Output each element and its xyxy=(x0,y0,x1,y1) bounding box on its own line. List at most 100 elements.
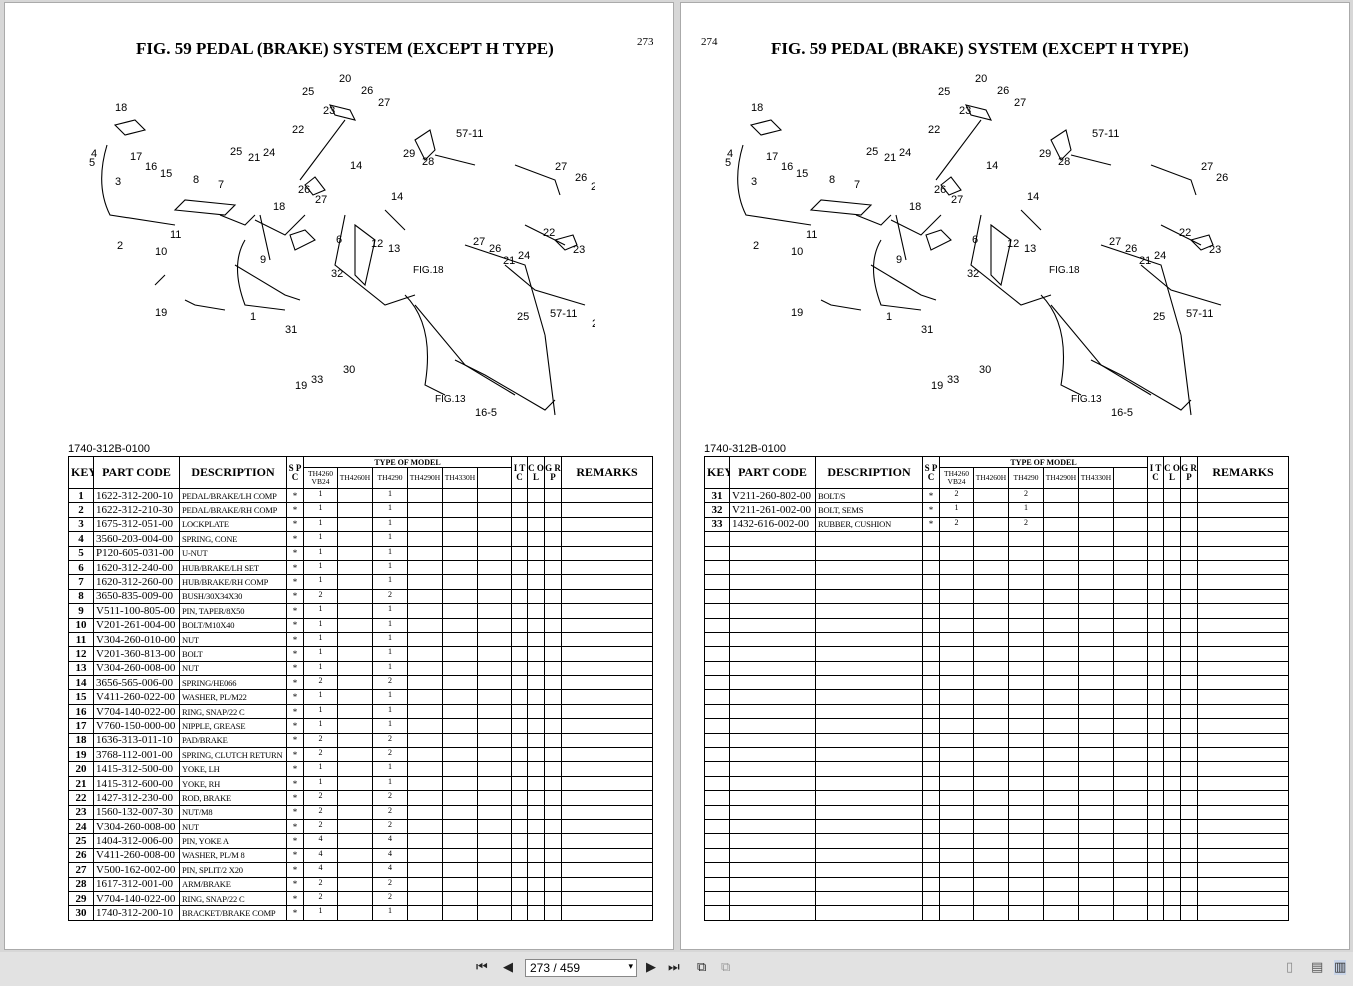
qty-cell xyxy=(1078,559,1114,576)
qty-cell: 1 xyxy=(372,559,408,576)
qty-cell xyxy=(337,559,373,576)
description-cell xyxy=(815,617,923,633)
qty-cell xyxy=(1112,516,1149,533)
qty-cell: 2 xyxy=(372,747,408,763)
qty-cell xyxy=(442,876,478,892)
spc-cell xyxy=(922,775,940,792)
qty-cell xyxy=(1043,531,1079,547)
description-cell: HUB/BRAKE/RH COMP xyxy=(179,574,287,590)
itc-cell xyxy=(511,559,529,576)
qty-cell: 1 xyxy=(372,617,408,633)
grp-cell xyxy=(544,905,563,921)
col-grp: G R P xyxy=(1180,456,1199,489)
qty-cell xyxy=(442,603,478,619)
col-description: DESCRIPTION xyxy=(179,456,287,489)
key-cell: 17 xyxy=(68,718,94,734)
remarks-cell xyxy=(561,847,654,864)
table-row xyxy=(704,660,1290,677)
table-row xyxy=(704,646,1290,662)
svg-text:26: 26 xyxy=(934,184,946,196)
qty-cell: 1 xyxy=(303,660,338,677)
previous-page-icon[interactable]: ◀ xyxy=(503,960,513,975)
svg-text:19: 19 xyxy=(295,380,307,392)
last-page-icon[interactable]: ⏭ xyxy=(668,960,680,975)
key-cell xyxy=(704,876,730,892)
qty-cell xyxy=(407,747,443,763)
qty-cell xyxy=(973,790,1009,806)
qty-cell xyxy=(407,660,443,677)
spc-cell xyxy=(922,603,940,619)
qty-cell xyxy=(1078,790,1114,806)
qty-cell xyxy=(407,804,443,820)
qty-cell xyxy=(337,703,373,720)
continuous-view-icon[interactable]: ▤ xyxy=(1311,960,1324,975)
col-itc: I T C xyxy=(1147,456,1165,489)
next-page-icon[interactable]: ▶ xyxy=(646,960,656,975)
qty-cell: 2 xyxy=(303,818,338,835)
spc-cell xyxy=(922,862,940,878)
qty-cell xyxy=(939,905,974,921)
svg-text:18: 18 xyxy=(115,102,127,114)
part-code-cell: V304-260-008-00 xyxy=(93,660,180,677)
key-cell xyxy=(704,790,730,806)
svg-text:23: 23 xyxy=(959,105,971,117)
col-cell xyxy=(1163,487,1182,504)
description-cell: BOLT/M10X40 xyxy=(179,617,287,633)
qty-cell xyxy=(476,818,513,835)
qty-cell xyxy=(1078,574,1114,590)
spc-cell: * xyxy=(286,675,304,691)
part-code-cell: V201-261-004-00 xyxy=(93,617,180,633)
page-selector[interactable]: 273 / 459 ▾ xyxy=(525,959,637,977)
svg-text:FIG.18: FIG.18 xyxy=(1049,265,1080,276)
qty-cell xyxy=(1008,603,1044,619)
qty-cell xyxy=(1112,617,1149,633)
spc-cell: * xyxy=(922,502,940,518)
qty-cell: 1 xyxy=(939,502,974,518)
spc-cell: * xyxy=(286,833,304,849)
svg-text:21: 21 xyxy=(1139,255,1151,267)
spc-cell: * xyxy=(922,487,940,504)
qty-cell xyxy=(442,502,478,518)
qty-cell: 2 xyxy=(372,818,408,835)
remarks-cell xyxy=(561,603,654,619)
qty-cell xyxy=(1112,660,1149,677)
two-page-view-icon[interactable]: ▥ xyxy=(1334,960,1347,975)
svg-text:26: 26 xyxy=(997,85,1009,97)
qty-cell: 2 xyxy=(303,890,338,907)
qty-cell xyxy=(1043,646,1079,662)
itc-cell xyxy=(1147,574,1165,590)
qty-cell xyxy=(1112,531,1149,547)
qty-cell xyxy=(1078,761,1114,777)
first-page-icon[interactable]: ⏮ xyxy=(476,960,488,975)
single-page-view-icon[interactable]: ▯ xyxy=(1286,960,1294,975)
qty-cell xyxy=(1043,876,1079,892)
fit-page-icon[interactable]: ⧉ xyxy=(697,960,707,975)
fit-width-icon[interactable]: ⧉ xyxy=(721,960,731,975)
part-code-cell xyxy=(729,876,816,892)
key-cell: 26 xyxy=(68,847,94,864)
col-cell xyxy=(527,660,546,677)
spc-cell: * xyxy=(286,761,304,777)
grp-cell xyxy=(1180,718,1199,734)
qty-cell xyxy=(1043,818,1079,835)
description-cell: SPRING, CONE xyxy=(179,531,287,547)
svg-text:7: 7 xyxy=(218,179,224,191)
remarks-cell xyxy=(561,790,654,806)
remarks-cell xyxy=(1197,890,1290,907)
qty-cell xyxy=(337,617,373,633)
qty-cell xyxy=(939,531,974,547)
svg-text:27: 27 xyxy=(378,97,390,109)
spc-cell xyxy=(922,617,940,633)
svg-text:57-11: 57-11 xyxy=(1092,128,1119,140)
qty-cell xyxy=(337,775,373,792)
qty-cell xyxy=(1043,761,1079,777)
remarks-cell xyxy=(1197,818,1290,835)
qty-cell xyxy=(1008,905,1044,921)
col-model-2: TH4260H xyxy=(973,467,1009,489)
